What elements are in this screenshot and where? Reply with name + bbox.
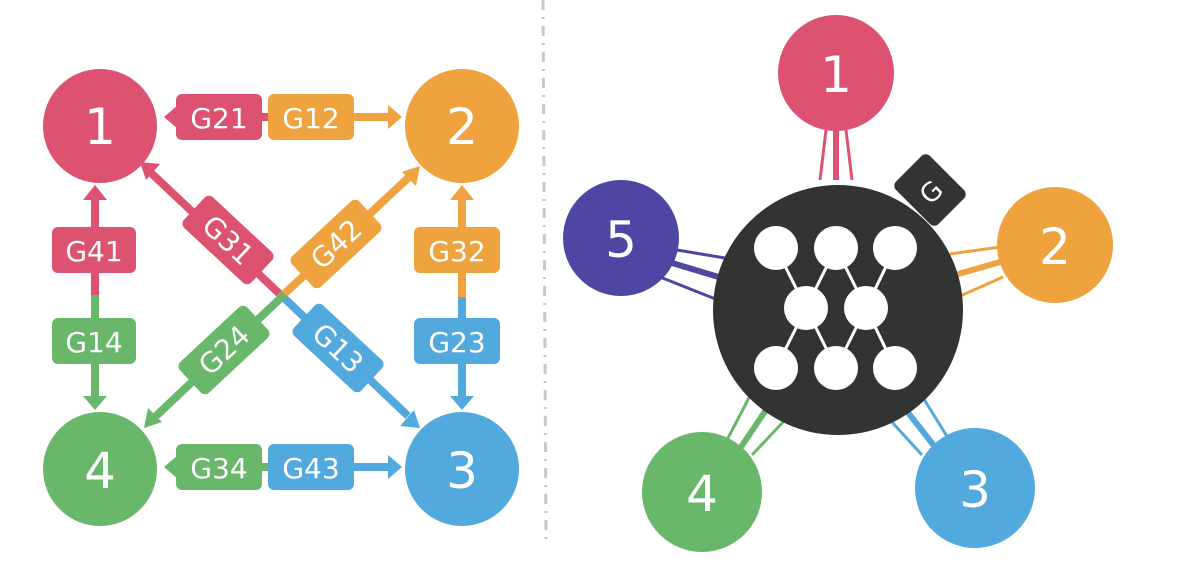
arrow-head-icon (402, 166, 420, 186)
right-node-2: 2 (997, 187, 1113, 303)
arrow-head-icon (400, 410, 420, 428)
edge-g12: G12 (268, 94, 402, 140)
edge-label: G21 (190, 102, 247, 135)
spoke-node-2 (949, 245, 1004, 299)
hub-tag (894, 154, 966, 226)
node-label: 2 (1039, 218, 1071, 276)
arrow-head-icon (450, 185, 474, 200)
left-node-3: 3 (405, 412, 519, 526)
arrow-head-icon (164, 105, 178, 129)
edge-label: G23 (428, 326, 485, 359)
edge-g32: G32 (414, 185, 500, 298)
neural-network-icon (754, 226, 917, 390)
edge-label: G43 (282, 452, 339, 485)
left-panel: G21 G12 G34 G43 G41 (43, 69, 519, 526)
spoke-node-4 (725, 391, 787, 457)
spoke-node-3 (888, 395, 950, 457)
node-label: 2 (446, 98, 478, 156)
right-node-1: 1 (778, 15, 894, 131)
edge-g41: G41 (52, 185, 136, 296)
edge-g31: G31 (140, 162, 287, 301)
node-label: 1 (820, 46, 852, 104)
spoke-node-1 (818, 129, 854, 181)
node-label: 5 (605, 211, 637, 269)
right-node-5: 5 (563, 180, 679, 296)
edge-label: G32 (428, 235, 485, 268)
node-label: 1 (84, 98, 116, 156)
right-node-3: 3 (915, 428, 1035, 548)
edge-g23: G23 (414, 297, 500, 410)
arrow-head-icon (144, 408, 162, 428)
edge-g43: G43 (268, 444, 402, 490)
right-node-4: 4 (642, 432, 762, 552)
edge-g34: G34 (164, 444, 272, 490)
edge-label: G34 (190, 452, 247, 485)
arrow-head-icon (83, 185, 107, 200)
edge-g14: G14 (52, 295, 136, 410)
node-label: 4 (686, 465, 718, 523)
left-node-1: 1 (43, 69, 157, 183)
edge-g42: G42 (277, 166, 420, 301)
node-label: 4 (84, 442, 116, 500)
arrow-head-icon (388, 105, 402, 129)
arrow-head-icon (83, 396, 107, 410)
edge-g24: G24 (144, 291, 288, 428)
edge-label: G12 (282, 102, 339, 135)
arrow-head-icon (164, 455, 178, 479)
panel-divider (541, 0, 548, 541)
node-label: 3 (446, 442, 478, 500)
arrow-head-icon (450, 396, 474, 410)
arrow-head-icon (140, 162, 160, 180)
node-label: 3 (959, 461, 991, 519)
left-node-2: 2 (405, 69, 519, 183)
right-panel: G (563, 15, 1113, 552)
arrow-head-icon (388, 455, 402, 479)
edge-g21: G21 (164, 94, 272, 140)
edge-g13: G13 (279, 293, 420, 428)
edge-label: G14 (65, 326, 122, 359)
hub: G (713, 154, 966, 435)
left-node-4: 4 (43, 412, 157, 526)
edge-label: G41 (65, 235, 122, 268)
